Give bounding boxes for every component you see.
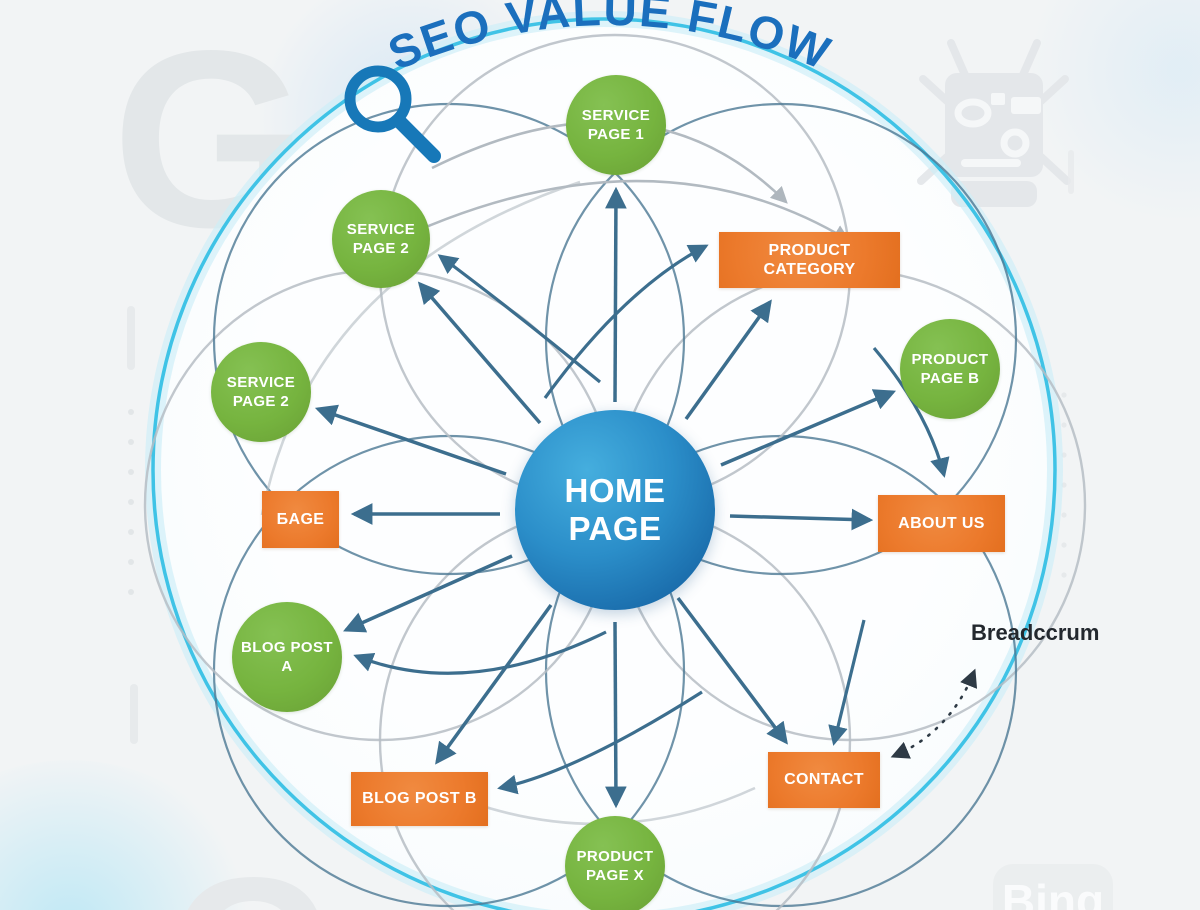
node-label: ABOUT US — [898, 514, 985, 532]
node-label: PRODUCT CATEGORY — [763, 241, 856, 278]
radial-link-arrows — [314, 186, 896, 809]
node-service-page-2-left: SERVICE PAGE 2 — [211, 342, 311, 442]
page-title: SEO VALUE FLOW — [381, 0, 837, 80]
node-label: CONTACT — [784, 771, 864, 789]
node-product-page-x: PRODUCT PAGE X — [565, 816, 665, 910]
breadcrumb-annotation: Breadccrum — [971, 620, 1100, 645]
bing-label: Bing — [1001, 875, 1105, 910]
node-label: SERVICE PAGE 1 — [581, 106, 651, 144]
node-about-us: ABOUT US — [878, 495, 1005, 552]
node-contact: CONTACT — [768, 752, 880, 808]
node-label: PRODUCT PAGE X — [576, 847, 654, 885]
node-product-page-b: PRODUCT PAGE B — [900, 319, 1000, 419]
crawler-bot-icon — [917, 39, 1071, 207]
node-product-category: PRODUCT CATEGORY — [719, 232, 900, 288]
node-label: PRODUCT PAGE B — [911, 350, 989, 388]
home-page-label: HOME PAGE — [564, 472, 666, 547]
outer-circle — [145, 11, 1063, 910]
node-label: БAGE — [276, 510, 325, 528]
bing-logo-watermark: Bing — [993, 864, 1113, 910]
node-label: BLOG POST A — [241, 638, 333, 676]
decor-ticks — [127, 150, 1074, 744]
svg-text:SEO VALUE FLOW: SEO VALUE FLOW — [381, 0, 839, 80]
node-label: BLOG POST B — [362, 790, 477, 808]
node-bage: БAGE — [262, 491, 339, 548]
node-home-page: HOME PAGE — [515, 410, 715, 610]
node-service-page-2-upper: SERVICE PAGE 2 — [332, 190, 430, 288]
google-g-watermark-bottom: G — [170, 846, 335, 910]
node-label: SERVICE PAGE 2 — [346, 220, 416, 258]
node-blog-post-a: BLOG POST A — [232, 602, 342, 712]
node-label: SERVICE PAGE 2 — [226, 373, 296, 411]
node-blog-post-b: BLOG POST B — [351, 772, 488, 826]
node-service-page-1: SERVICE PAGE 1 — [566, 75, 666, 175]
